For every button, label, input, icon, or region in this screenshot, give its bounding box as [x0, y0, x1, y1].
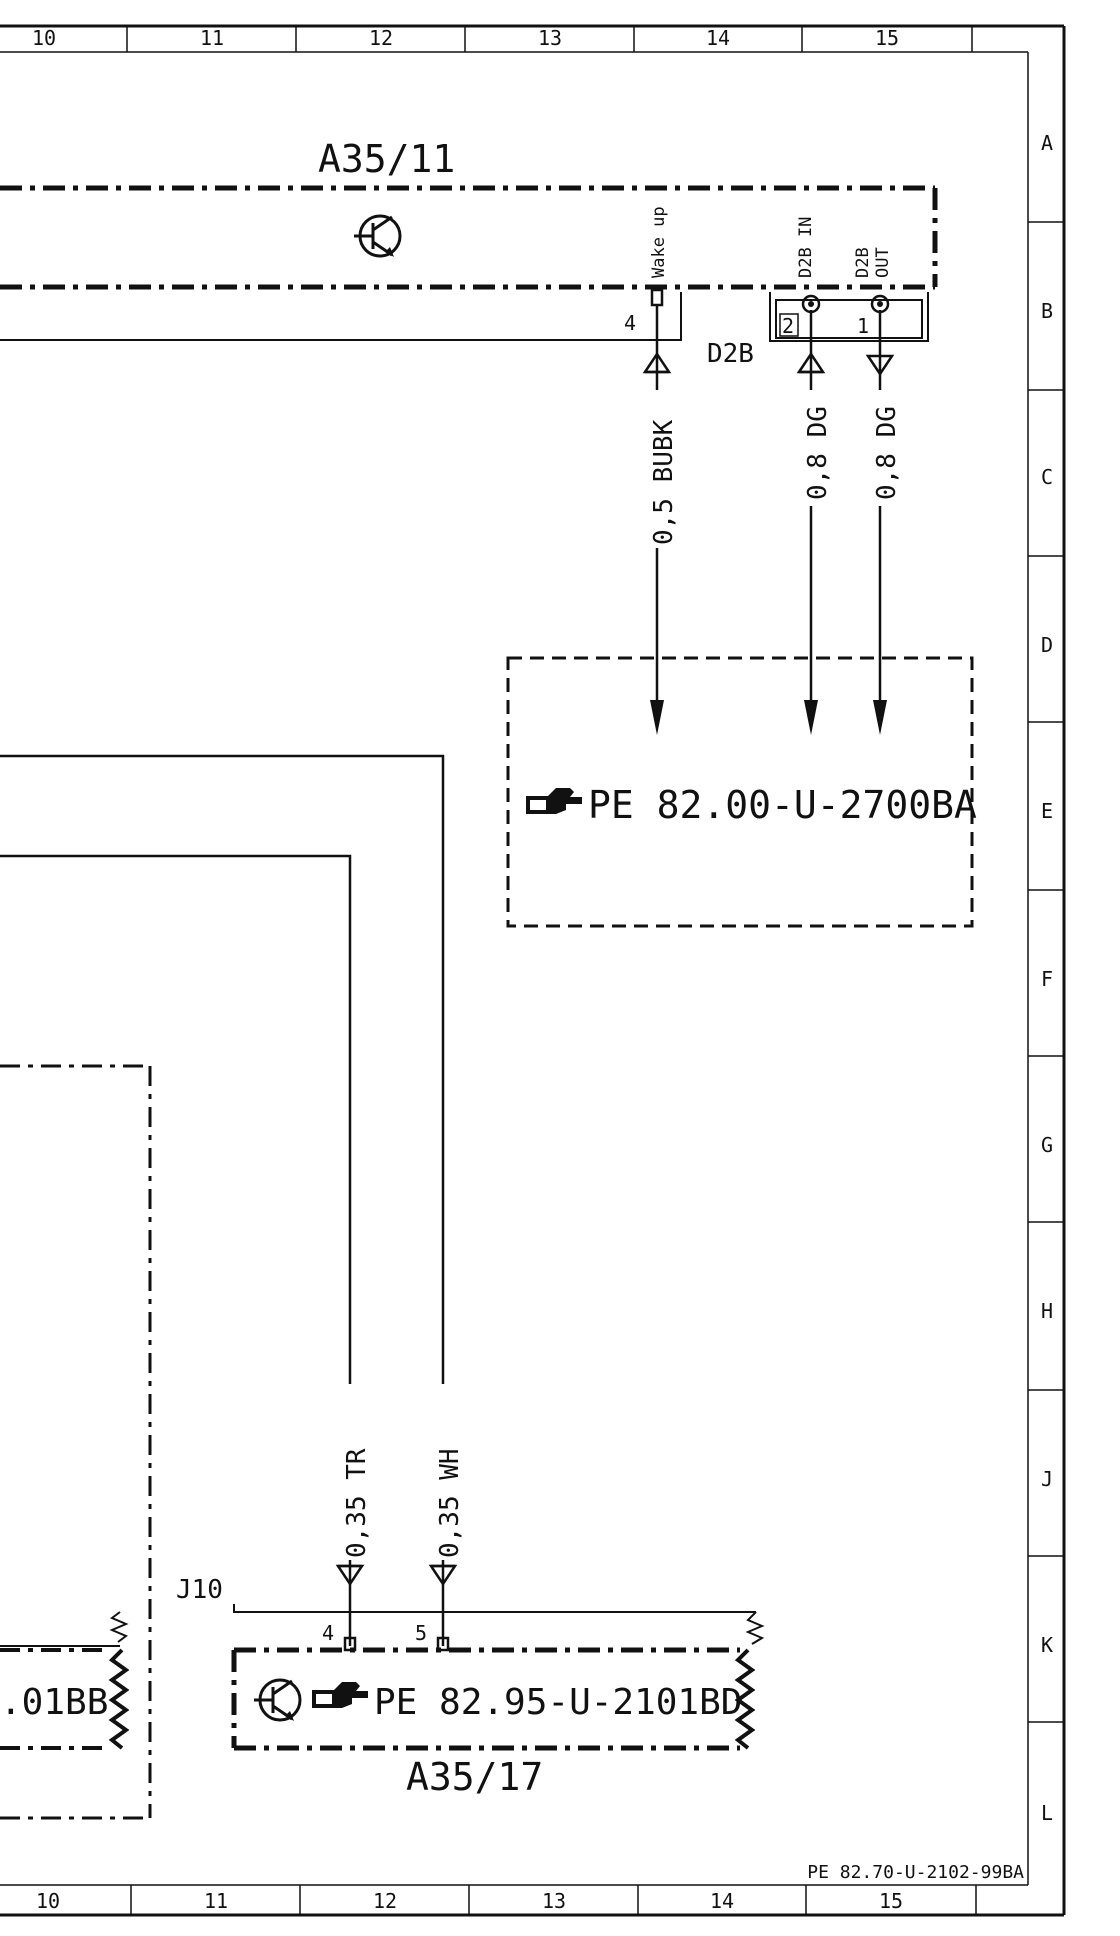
row-labels: A B C D E F G H J K L	[1041, 131, 1053, 1825]
col-label: 14	[710, 1889, 734, 1913]
col-label: 14	[706, 26, 730, 50]
connector-d2b: D2B 2 1	[707, 292, 929, 369]
col-label: 15	[875, 26, 899, 50]
pin-label: 1	[857, 314, 869, 338]
pin-label: 4	[624, 311, 636, 335]
wire-label-wh: 0,35 WH	[435, 1448, 465, 1558]
j10-label: J10	[176, 1575, 223, 1605]
row-label: H	[1041, 1299, 1053, 1323]
wire-d2b-in	[796, 310, 826, 735]
connector-j10: J10 4 5	[176, 1575, 765, 1652]
column-labels-top: 10 11 12 13 14 15	[32, 26, 899, 50]
col-label: 12	[373, 1889, 397, 1913]
frame	[0, 24, 1066, 1917]
row-label: F	[1041, 967, 1053, 991]
col-label: 13	[542, 1889, 566, 1913]
d2b-out-label: OUT	[873, 247, 893, 278]
column-labels-bottom: 10 11 12 13 14 15	[36, 1889, 903, 1913]
row-label: K	[1041, 1633, 1053, 1657]
row-label: B	[1041, 299, 1053, 323]
pointing-hand-icon	[526, 788, 582, 814]
left-module-ref: .01BB	[0, 1682, 108, 1723]
transistor-icon	[254, 1678, 302, 1722]
col-label: 11	[204, 1889, 228, 1913]
ref-box-text: PE 82.00-U-2700BA	[588, 783, 977, 827]
d2b-connector-label: D2B	[707, 339, 754, 369]
col-label: 10	[32, 26, 56, 50]
row-label: D	[1041, 633, 1053, 657]
pin-label: 5	[415, 1621, 427, 1645]
module-label-a35-11: A35/11	[318, 137, 455, 181]
module-a35-11: A35/11 Wake up D2B IN D2B OUT	[0, 137, 938, 290]
wire-wake	[642, 305, 672, 735]
module-a35-17: PE 82.95-U-2101BD A35/17	[231, 1647, 756, 1799]
wire-label-d2b-in: 0,8 DG	[803, 406, 833, 500]
row-label: G	[1041, 1133, 1053, 1157]
col-label: 13	[538, 26, 562, 50]
wire-label-tr: 0,35 TR	[342, 1448, 372, 1558]
d2b-out-label: D2B	[853, 247, 873, 278]
d2b-in-label: D2B IN	[796, 217, 816, 278]
pointing-hand-icon	[312, 1682, 368, 1708]
a35-17-ref: PE 82.95-U-2101BD	[374, 1682, 742, 1723]
col-label: 10	[36, 1889, 60, 1913]
pin-label: 2	[782, 314, 794, 338]
row-label: E	[1041, 799, 1053, 823]
wire-label-wake: 0,5 BUBK	[649, 419, 679, 545]
col-label: 15	[879, 1889, 903, 1913]
wire-d2b-out	[865, 310, 895, 735]
wire-label-d2b-out: 0,8 DG	[872, 406, 902, 500]
row-label: L	[1041, 1801, 1053, 1825]
pin-label: 4	[322, 1621, 334, 1645]
row-label: J	[1041, 1467, 1053, 1491]
transistor-icon	[354, 214, 402, 258]
col-label: 12	[369, 26, 393, 50]
module-left: .01BB	[0, 1064, 152, 1820]
ref-box-2700ba: PE 82.00-U-2700BA	[506, 656, 977, 928]
row-label: C	[1041, 465, 1053, 489]
wire-tr	[0, 854, 365, 1606]
wake-up-label: Wake up	[649, 206, 669, 278]
doc-reference: PE 82.70-U-2102-99BA	[807, 1862, 1024, 1883]
module-label-a35-17: A35/17	[406, 1755, 543, 1799]
connector-a35-11-pin4: 4	[0, 288, 682, 341]
wire-wh	[0, 754, 458, 1606]
col-label: 11	[200, 26, 224, 50]
row-label: A	[1041, 131, 1053, 155]
